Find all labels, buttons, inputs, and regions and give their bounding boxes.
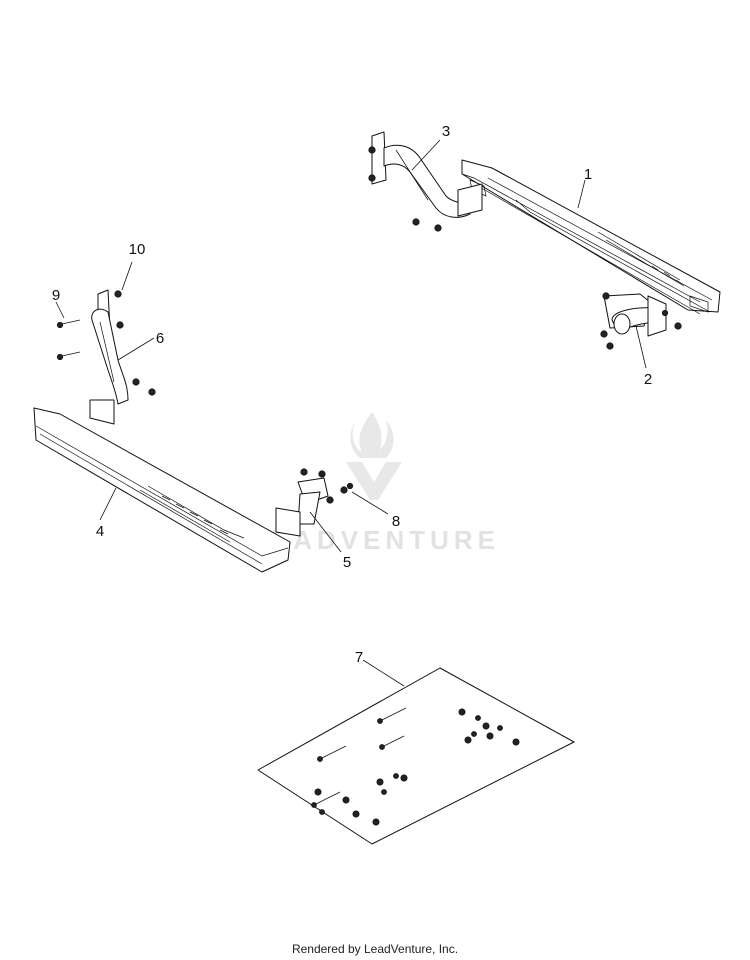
callout-5: 5 — [343, 554, 351, 571]
callout-9: 9 — [52, 287, 60, 304]
hardware-bolts-nuts — [56, 146, 682, 504]
part-6-left-rear-bracket — [89, 289, 129, 425]
part-1-right-running-board — [461, 159, 721, 315]
callout-10: 10 — [129, 241, 146, 258]
callout-4: 4 — [96, 523, 104, 540]
callout-2: 2 — [644, 371, 652, 388]
callout-8: 8 — [392, 513, 400, 530]
footer-credit: Rendered by LeadVenture, Inc. — [291, 942, 459, 956]
callout-6: 6 — [156, 330, 164, 347]
part-5-left-front-bracket — [275, 477, 329, 537]
part-7-hardware-kit — [257, 667, 575, 845]
part-3-right-rear-bracket — [371, 131, 483, 218]
part-2-right-front-bracket — [603, 293, 667, 337]
part-4-left-running-board — [33, 407, 291, 573]
callout-7: 7 — [355, 649, 363, 666]
leadventure-watermark: LEADVENTURE — [250, 412, 495, 555]
callout-1: 1 — [584, 166, 592, 183]
callout-labels: 1 2 3 4 5 6 7 8 9 10 — [52, 123, 652, 666]
leader-lines — [55, 139, 647, 687]
callout-3: 3 — [442, 123, 450, 140]
